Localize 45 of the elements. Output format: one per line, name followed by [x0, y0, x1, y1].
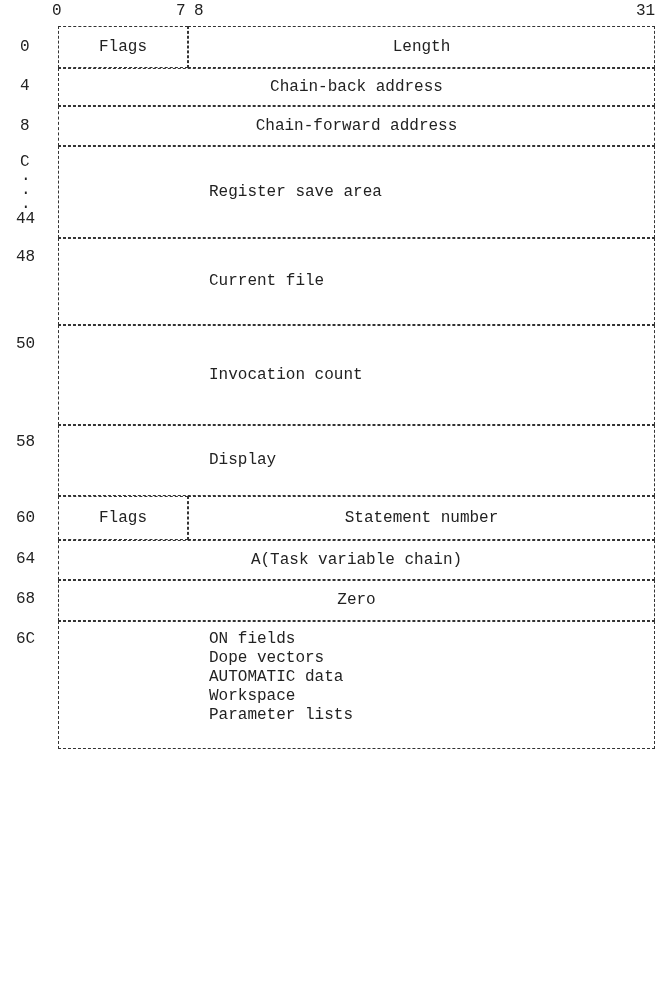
field-box	[188, 496, 655, 540]
field-label: Chain-back address	[270, 77, 443, 97]
field-box	[58, 238, 655, 325]
field-label: Workspace	[209, 687, 296, 706]
field-box	[58, 621, 655, 749]
field-box	[58, 68, 655, 106]
field-label: Dope vectors	[209, 649, 325, 668]
bit-number: 8	[194, 2, 204, 21]
offset-label: 4	[20, 77, 30, 96]
field-label: Current file	[209, 272, 325, 291]
offset-label: 6C	[16, 630, 36, 649]
field-box	[188, 26, 655, 68]
field-box	[58, 26, 188, 68]
field-label: Length	[392, 37, 451, 57]
field-label: Flags	[99, 37, 147, 57]
offset-label: 48	[16, 248, 36, 267]
field-box	[58, 540, 655, 580]
field-box	[58, 580, 655, 621]
offset-label: 64	[16, 550, 36, 569]
bit-number: 31	[636, 2, 656, 21]
field-box	[58, 425, 655, 496]
offset-label: 58	[16, 433, 36, 452]
offset-label: 8	[20, 117, 30, 136]
field-box	[58, 106, 655, 146]
field-label: Invocation count	[209, 365, 363, 385]
field-label: AUTOMATIC data	[209, 668, 344, 687]
bit-number: 7	[176, 2, 186, 21]
field-box	[58, 146, 655, 238]
field-label: A(Task variable chain)	[250, 550, 463, 570]
field-label: Chain-forward address	[255, 116, 458, 136]
bit-number: 0	[52, 2, 62, 21]
field-label: Flags	[99, 508, 147, 528]
field-label: ON fields	[209, 630, 296, 649]
field-label: Zero	[337, 591, 376, 610]
offset-label: 0	[20, 38, 30, 57]
field-label: Display	[209, 451, 277, 470]
offset-label: 68	[16, 590, 36, 609]
field-label: Statement number	[344, 508, 499, 528]
offset-label: 50	[16, 335, 36, 354]
field-label: Register save area	[209, 182, 382, 202]
offset-label: 44	[16, 210, 36, 229]
field-label: Parameter lists	[209, 706, 354, 725]
field-box	[58, 496, 188, 540]
offset-label: 60	[16, 509, 36, 528]
field-box	[58, 325, 655, 425]
